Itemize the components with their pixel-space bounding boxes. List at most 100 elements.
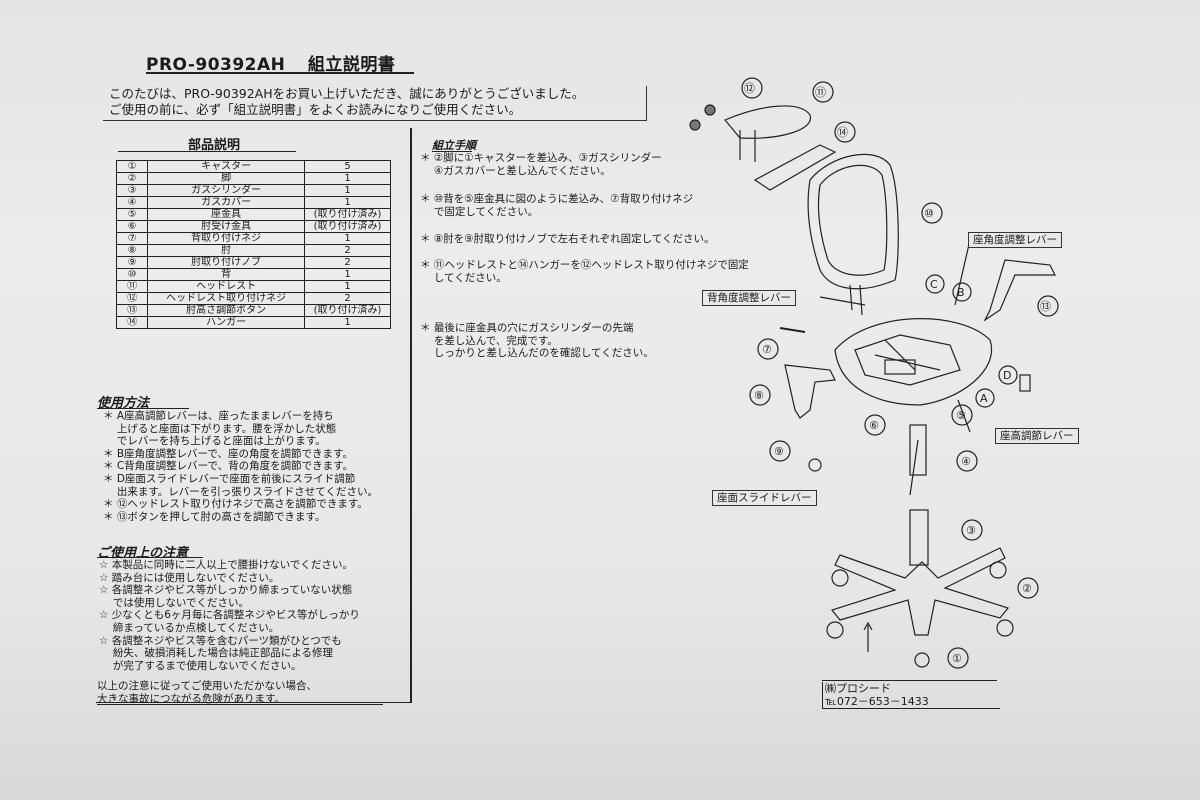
intro-line-1: このたびは、PRO-90392AHをお買い上げいただき、誠にありがとうございまし…	[109, 86, 585, 101]
caution-line: 紛失、破損消耗した場合は純正部品による修理	[99, 647, 334, 660]
assembly-step-5: ＊ 最後に座金具の穴にガスシリンダーの先端 を差し込んで、完成です。 しっかりと…	[420, 322, 654, 360]
part-name: ヘッドレスト取り付けネジ	[147, 292, 306, 305]
leader-line	[819, 296, 866, 306]
step-line: ④ガスカバーと差し込んでください。	[420, 164, 611, 177]
usage-underline	[97, 408, 189, 409]
left-arm-knob	[808, 458, 822, 472]
part-number: ⑧	[115, 244, 149, 257]
part-qty: 1	[304, 184, 391, 197]
usage-line: でレバーを持ち上げると座面は上がります。	[103, 435, 326, 448]
part-name: ガスカバー	[147, 196, 306, 209]
part-qty: 2	[304, 244, 391, 257]
caution-line: ☆ 各調整ネジやビス等がしっかり締まっていない状態	[99, 584, 353, 597]
part-name: キャスター	[147, 160, 306, 173]
caution-line: ☆ 各調整ネジやビス等を含むパーツ類がひとつでも	[99, 634, 342, 647]
back-illustration	[807, 153, 899, 316]
assembly-step-3: ＊ ⑧肘を⑨肘取り付けノブで左右それぞれ固定してください。	[420, 233, 715, 246]
leader-line	[909, 439, 919, 496]
assembly-step-2: ＊ ⑩背を⑤座金具に図のように差込み、⑦背取り付けネジ で固定してください。	[420, 193, 693, 218]
usage-line: ＊ B座角度調整レバーで、座の角度を調節できます。	[103, 447, 353, 460]
part-name: 脚	[147, 172, 306, 185]
label-seat-slide-lever: 座面スライドレバー	[712, 490, 817, 506]
part-qty: 1	[304, 172, 391, 185]
callout-text: ⑭	[837, 126, 848, 139]
leader-line	[957, 399, 971, 433]
usage-line: ＊ ⑫ヘッドレスト取り付けネジで高さを調節できます。	[103, 498, 368, 511]
gas-cylinder-illustration	[909, 509, 929, 566]
part-number: ①	[115, 160, 149, 173]
label-back-angle-lever: 背角度調整レバー	[702, 290, 796, 306]
step-line: ＊ ⑩背を⑤座金具に図のように差込み、⑦背取り付けネジ	[420, 193, 694, 205]
parts-underline	[118, 151, 296, 152]
callout-5: ⑤	[951, 404, 973, 426]
callout-text: ②	[1022, 582, 1032, 595]
part-qty: (取り付け済み)	[304, 220, 391, 233]
parts-heading: 部品説明	[188, 138, 241, 153]
callout-c: C	[925, 274, 945, 294]
callout-text: ⑥	[869, 419, 879, 432]
part-qty: 1	[304, 232, 391, 245]
warning-line: 大きな事故につながる危険があります。	[97, 692, 285, 705]
back-screw	[779, 327, 806, 333]
label-seat-angle-lever: 座角度調整レバー	[968, 232, 1062, 248]
warning-text: 以上の注意に従ってご使用いただかない場合、 大きな事故につながる危険があります。	[97, 680, 317, 705]
base-illustration	[826, 547, 1014, 668]
callout-13: ⑬	[1037, 295, 1059, 317]
assembly-step-1: ＊ ②脚に①キャスターを差込み、③ガスシリンダー ④ガスカバーと差し込んでくださ…	[420, 152, 662, 177]
callout-14: ⑭	[834, 121, 856, 143]
usage-line: ＊ A座高調節レバーは、座ったままレバーを持ち	[103, 410, 334, 422]
step-line: ＊ ⑧肘を⑨肘取り付けノブで左右それぞれ固定してください。	[420, 233, 715, 245]
caution-line: ☆ 踏み台には使用しないでください。	[99, 571, 280, 584]
caution-line: ☆ 少なくとも6ヶ月毎に各調整ネジやビス等がしっかり	[99, 609, 360, 622]
caution-line: ☆ 本製品に同時に二人以上で腰掛けないでください。	[99, 559, 353, 571]
callout-text: ⑪	[815, 86, 826, 99]
part-name: ハンガー	[147, 316, 306, 329]
caution-list: ☆ 本製品に同時に二人以上で腰掛けないでください。 ☆ 踏み台には使用しないでく…	[99, 559, 360, 672]
step-line: しっかりと差し込んだのを確認してください。	[420, 347, 654, 360]
callout-9: ⑨	[769, 440, 791, 462]
callout-text: ⑬	[1040, 300, 1051, 313]
column-divider	[410, 128, 412, 703]
usage-heading: 使用方法	[97, 396, 150, 411]
callout-1: ①	[947, 647, 969, 669]
part-name: 背	[147, 268, 306, 281]
leader-line	[954, 239, 971, 306]
bottom-rule	[96, 702, 412, 703]
callout-d: D	[998, 365, 1018, 385]
title-text: 組立説明書	[307, 55, 396, 75]
usage-line: 出来ます。レバーを引っ張りスライドさせてください。	[103, 485, 378, 498]
part-qty: 1	[304, 316, 391, 329]
callout-b: B	[952, 282, 972, 302]
part-number: ③	[115, 184, 149, 197]
part-qty: (取り付け済み)	[304, 304, 391, 317]
callout-11: ⑪	[812, 81, 834, 103]
headrest-illustration	[689, 104, 811, 162]
caution-underline	[97, 557, 203, 558]
callout-text: ①	[952, 652, 962, 665]
callout-10: ⑩	[921, 202, 943, 224]
label-seat-height-lever: 座高調節レバー	[995, 428, 1079, 444]
callout-3: ③	[961, 519, 983, 541]
company-tel: ℡072－653－1433	[825, 695, 929, 708]
callout-text: ④	[961, 455, 971, 468]
part-qty: 2	[304, 256, 391, 269]
callout-4: ④	[956, 450, 978, 472]
usage-line: ＊ C背角度調整レバーで、背の角度を調節できます。	[103, 460, 354, 473]
caution-line: では使用しないでください。	[99, 596, 250, 609]
part-number: ⑨	[115, 256, 149, 269]
intro-box: このたびは、PRO-90392AHをお買い上げいただき、誠にありがとうございまし…	[103, 86, 647, 121]
left-arm-illustration	[784, 364, 836, 419]
part-name: 背取り付けネジ	[147, 232, 306, 245]
part-number: ⑦	[115, 232, 149, 245]
